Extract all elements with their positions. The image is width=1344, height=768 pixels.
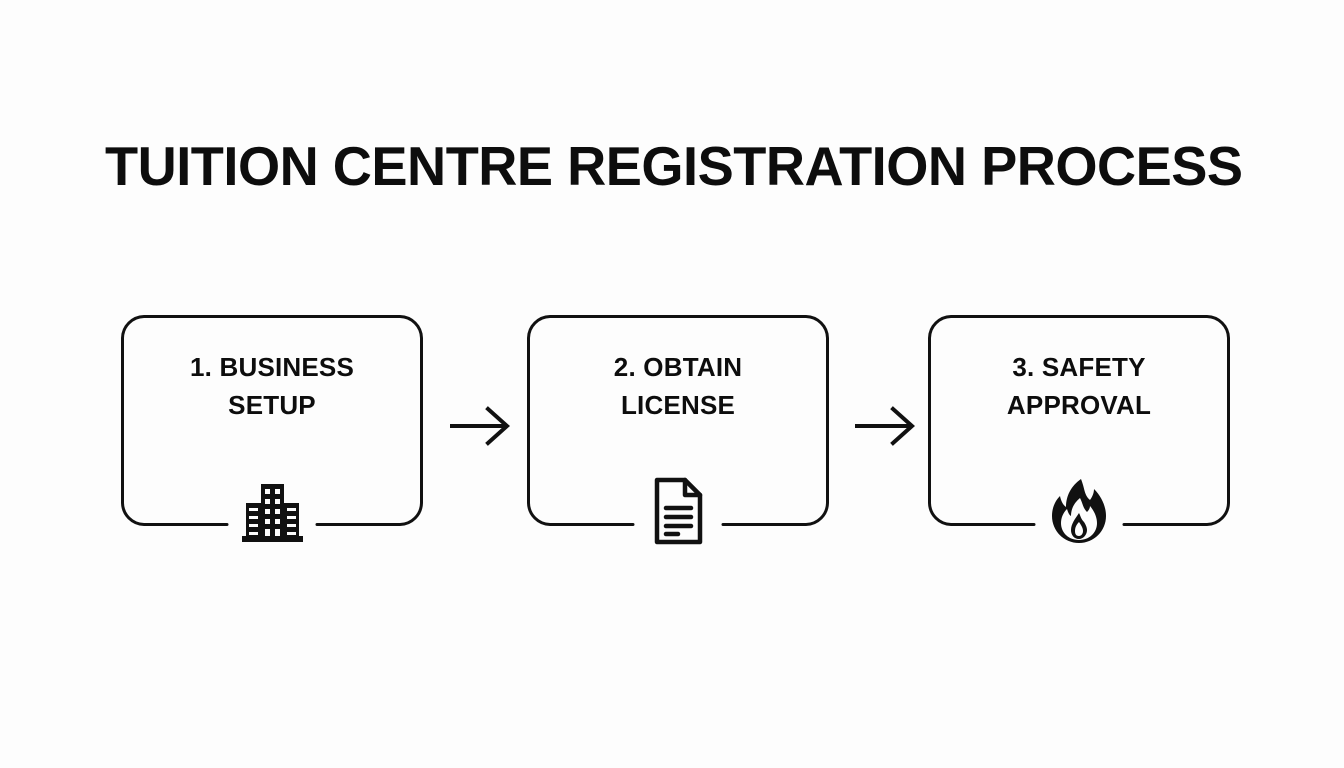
page-title: TUITION CENTRE REGISTRATION PROCESS <box>105 135 1243 197</box>
step-3-label-line-1: 3. SAFETY <box>1012 352 1146 382</box>
step-3-label-line-2: APPROVAL <box>1006 390 1152 420</box>
building-icon <box>233 472 311 550</box>
flame-icon <box>1040 472 1118 550</box>
step-1-label-line-1: 1. BUSINESS <box>189 352 355 382</box>
step-3-frame <box>928 315 1230 526</box>
step-1-label: 1. BUSINESS SETUP <box>121 348 423 424</box>
arrow-right-icon-1 <box>450 404 512 448</box>
step-2-label: 2. OBTAIN LICENSE <box>527 348 829 424</box>
document-icon <box>639 472 717 550</box>
process-step-1[interactable]: 1. BUSINESS SETUP <box>121 315 423 542</box>
step-1-label-line-2: SETUP <box>228 390 316 420</box>
step-2-frame <box>527 315 829 526</box>
process-step-2[interactable]: 2. OBTAIN LICENSE <box>527 315 829 545</box>
step-2-label-line-1: 2. OBTAIN <box>613 352 743 382</box>
step-3-label: 3. SAFETY APPROVAL <box>928 348 1230 424</box>
step-2-label-line-2: LICENSE <box>620 390 736 420</box>
step-1-frame <box>121 315 423 526</box>
arrow-right-icon-2 <box>855 404 917 448</box>
process-step-3[interactable]: 3. SAFETY APPROVAL <box>928 315 1230 543</box>
